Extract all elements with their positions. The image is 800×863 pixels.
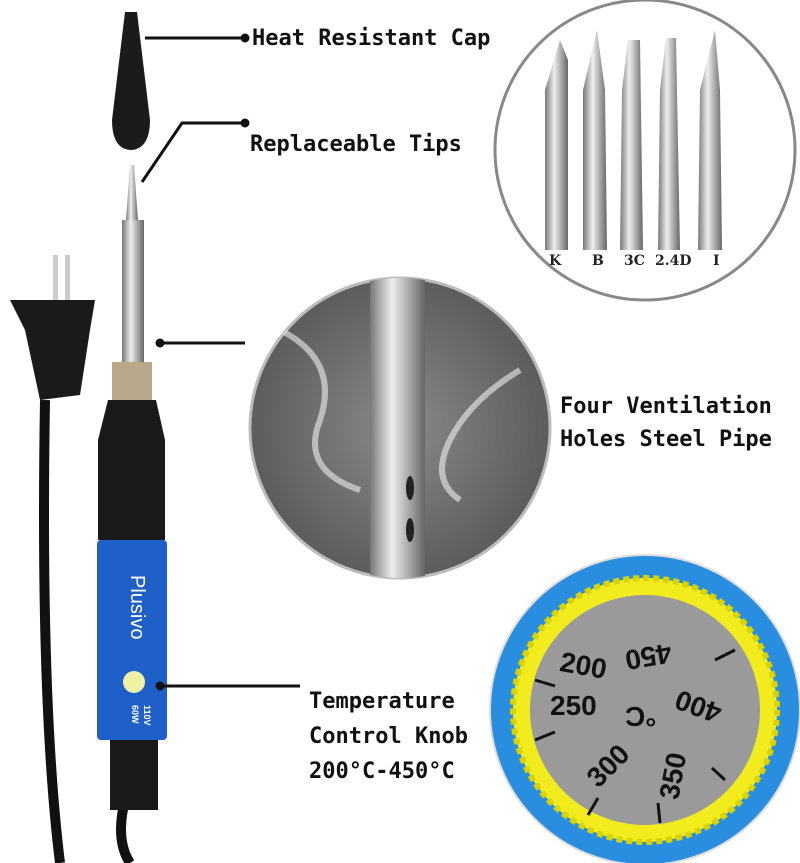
label-heat-resistant-cap: Heat Resistant Cap (252, 26, 491, 51)
handle-voltage: 110V (142, 705, 152, 726)
knob-mark-250: 250 (550, 690, 597, 721)
knob-unit: °C (625, 701, 657, 732)
handle-brand: Plusivo (126, 575, 148, 640)
tip-label: 3C (624, 253, 645, 269)
steel-pipe (122, 220, 144, 365)
logo-sticker (123, 671, 145, 693)
handle-blue (97, 540, 167, 740)
label-knob-line1: Temperature (309, 689, 455, 714)
tip-label: K (549, 253, 562, 269)
soldering-tip (126, 165, 138, 220)
label-pipe-line1: Four Ventilation (560, 394, 772, 419)
tip-label: B (592, 253, 604, 269)
pointer-lines (140, 33, 300, 691)
grip (98, 400, 165, 540)
handle-power: 60W (130, 705, 140, 724)
label-pipe-line2: Holes Steel Pipe (560, 427, 772, 452)
label-knob-line2: Control Knob (309, 724, 468, 749)
tip-label: I (713, 253, 720, 269)
knob-face (530, 595, 760, 825)
power-plug (10, 300, 95, 400)
tip-label: 2.4D (655, 253, 692, 269)
tips-circle (493, 0, 797, 302)
label-replaceable-tips: Replaceable Tips (250, 132, 462, 157)
label-knob-line3: 200°C-450°C (309, 759, 455, 784)
power-cord (39, 399, 65, 863)
heat-resistant-cap (112, 12, 150, 150)
